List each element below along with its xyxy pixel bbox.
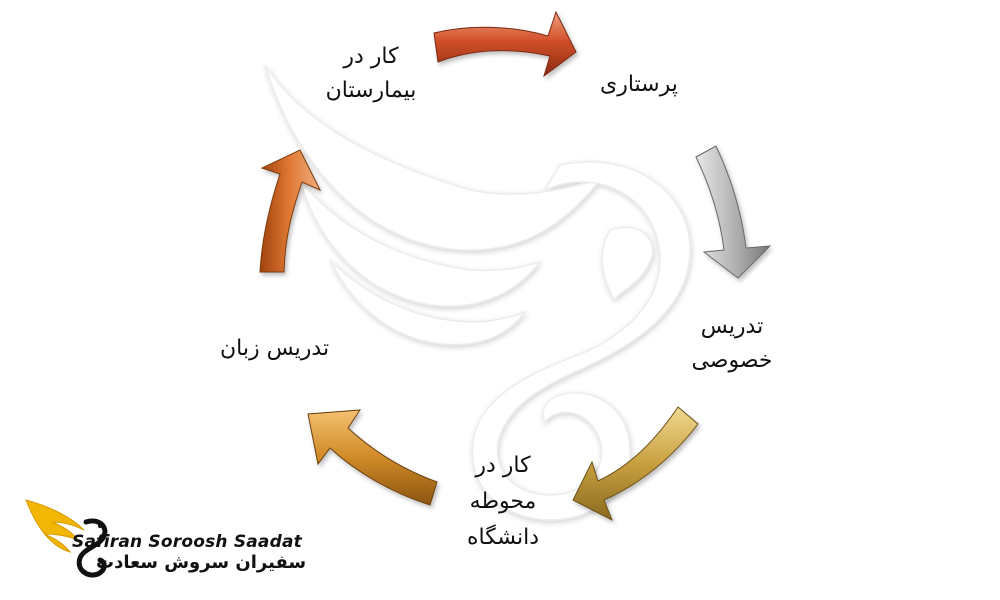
step-label-campus-work: کار در محوطه دانشگاه	[458, 448, 548, 556]
logo-text-fa: سفیران سروش سعادت	[96, 552, 307, 573]
arrow-left	[259, 149, 322, 273]
swan-s-icon	[76, 518, 108, 578]
arrow-top	[433, 10, 577, 78]
wing-icon	[25, 499, 85, 553]
step-label-line: بیمارستان	[325, 78, 417, 103]
logo-text-en: Safiran Soroosh Saadat	[72, 532, 302, 552]
arrow-bottom-right	[572, 406, 699, 522]
step-label-hospital: کار در بیمارستان	[316, 40, 426, 108]
step-label-line: محوطه	[469, 489, 537, 514]
step-label-line: دانشگاه	[466, 525, 540, 550]
step-label-line: تدریس	[700, 314, 764, 339]
step-label-line: خصوصی	[691, 348, 773, 373]
step-label-nursing: پرستاری	[600, 68, 678, 102]
step-label-line: کار در	[343, 44, 399, 69]
brand-logo	[25, 499, 108, 578]
arrow-bottom-left	[307, 409, 438, 506]
step-label-line: تدریس زبان	[220, 336, 330, 361]
step-label-line: پرستاری	[600, 72, 678, 97]
step-label-line: کار در	[475, 453, 531, 478]
step-label-private-tutoring: تدریس خصوصی	[682, 310, 782, 378]
arrow-right	[695, 145, 772, 279]
step-label-language-teaching: تدریس زبان	[220, 332, 329, 366]
